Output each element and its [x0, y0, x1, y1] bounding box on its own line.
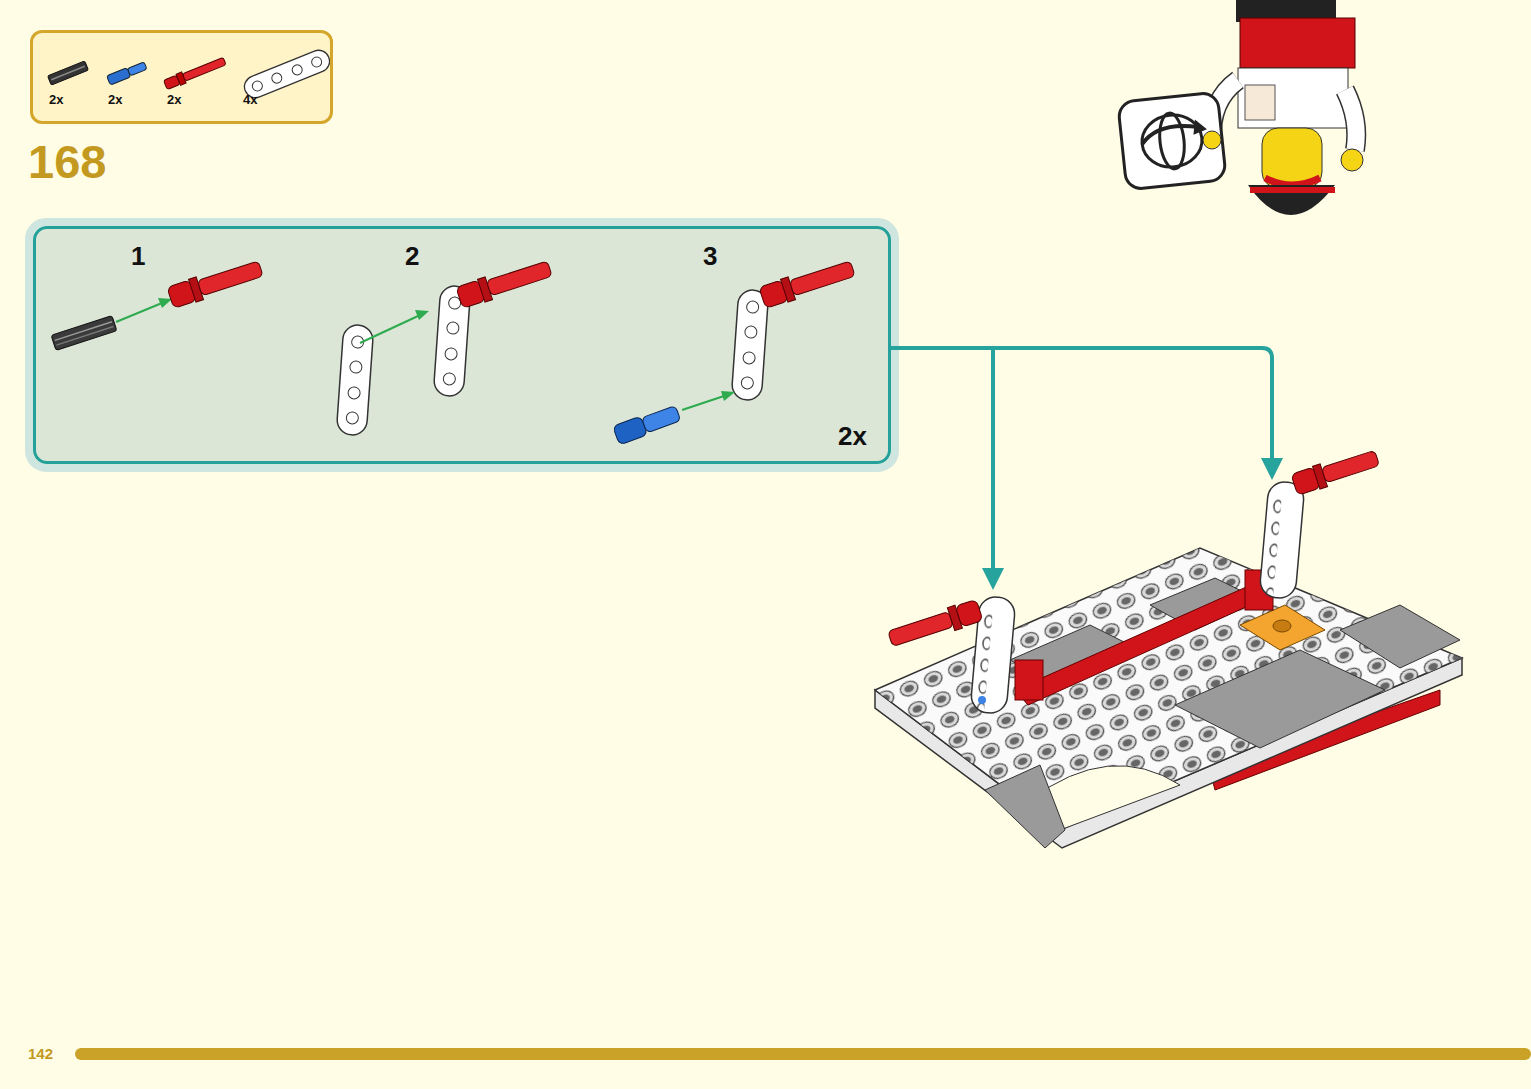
parts-icons: [48, 47, 333, 101]
model-illustration: [875, 447, 1462, 848]
step-1-parts: [51, 257, 264, 350]
step-3-parts: [613, 257, 857, 445]
part-quantity: 4x: [243, 92, 257, 107]
rotate-icon: [1118, 0, 1363, 215]
page-number: 142: [28, 1045, 53, 1062]
sub-step-number: 2: [405, 241, 419, 272]
parts-box-ground: [31, 31, 332, 123]
panel-ground: [34, 227, 890, 463]
part-quantity: 2x: [49, 92, 63, 107]
leader-arrows: [891, 348, 1272, 572]
part-quantity: 2x: [167, 92, 181, 107]
step-number: 168: [28, 134, 106, 189]
part-quantity: 2x: [108, 92, 122, 107]
page-bar: [75, 1048, 1531, 1060]
sub-assembly-panel: 1 2 3 2x: [33, 226, 891, 464]
sub-step-number: 3: [703, 241, 717, 272]
parts-list-box: 2x 2x 2x 4x: [30, 30, 333, 124]
step-2-parts: [336, 257, 553, 436]
sub-step-number: 2x: [838, 421, 867, 452]
sub-step-number: 1: [131, 241, 145, 272]
